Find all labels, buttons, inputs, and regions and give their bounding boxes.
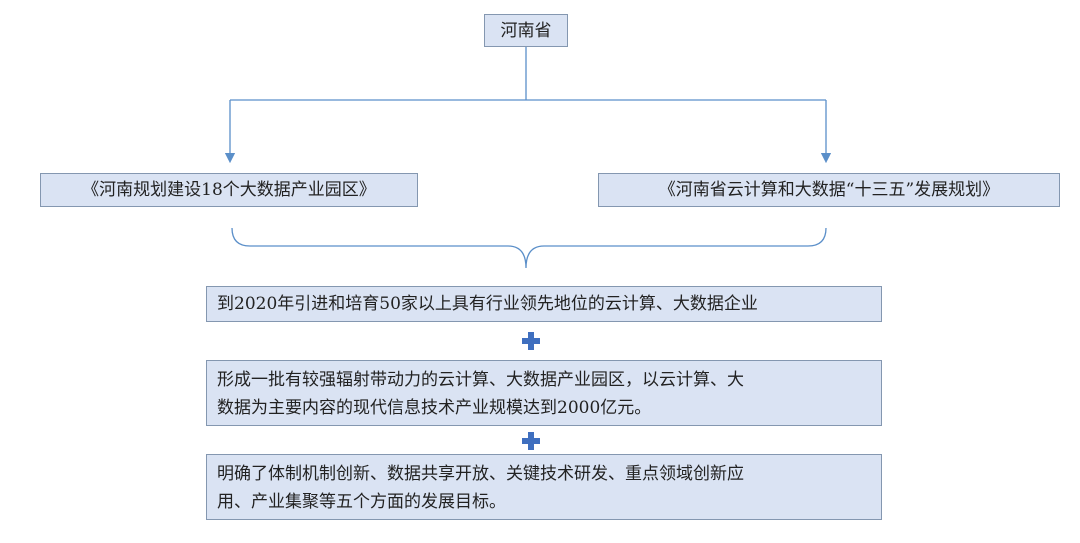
- branch-node-right: 《河南省云计算和大数据“十三五”发展规划》: [598, 173, 1060, 207]
- goal-2-line-2: 数据为主要内容的现代信息技术产业规模达到2000亿元。: [217, 398, 652, 418]
- goal-2-line-1: 形成一批有较强辐射带动力的云计算、大数据产业园区，以云计算、大: [217, 370, 744, 390]
- branch-label-left: 《河南规划建设18个大数据产业园区》: [82, 180, 376, 200]
- root-node: 河南省: [484, 14, 568, 47]
- goal-node-1: 到2020年引进和培育50家以上具有行业领先地位的云计算、大数据企业: [206, 286, 882, 322]
- goal-3-line-1: 明确了体制机制创新、数据共享开放、关键技术研发、重点领域创新应: [217, 464, 744, 484]
- goal-1-line-1: 到2020年引进和培育50家以上具有行业领先地位的云计算、大数据企业: [217, 294, 758, 314]
- plus-icon: [522, 432, 540, 450]
- root-label: 河南省: [500, 20, 552, 41]
- goal-node-2: 形成一批有较强辐射带动力的云计算、大数据产业园区，以云计算、大 数据为主要内容的…: [206, 360, 882, 426]
- merge-brace: [231, 227, 827, 269]
- branch-node-left: 《河南规划建设18个大数据产业园区》: [40, 173, 418, 207]
- goal-3-line-2: 用、产业集聚等五个方面的发展目标。: [217, 492, 506, 512]
- plus-icon: [522, 332, 540, 350]
- branch-label-right: 《河南省云计算和大数据“十三五”发展规划》: [658, 180, 1000, 200]
- goal-node-3: 明确了体制机制创新、数据共享开放、关键技术研发、重点领域创新应 用、产业集聚等五…: [206, 454, 882, 520]
